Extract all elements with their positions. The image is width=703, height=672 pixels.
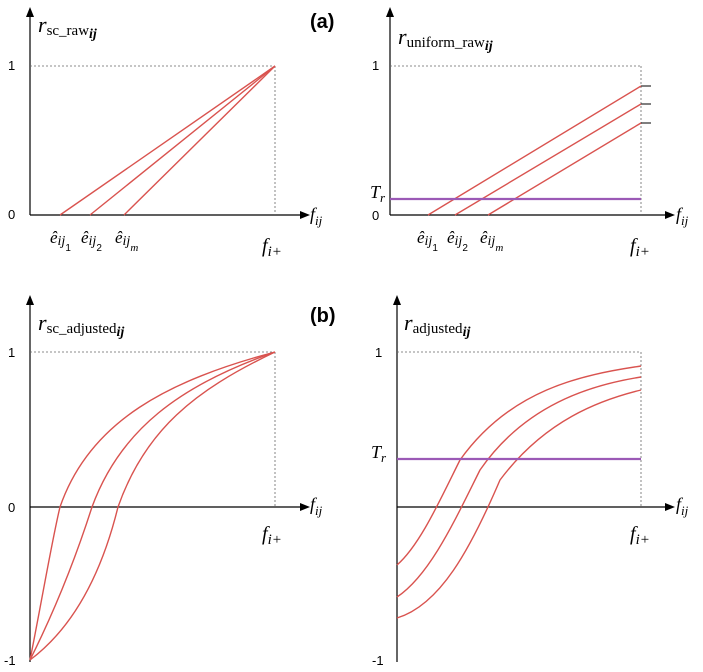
tr-x-label: fij xyxy=(676,204,689,228)
tl-e1-label: êij1 xyxy=(50,228,71,254)
tr-y-zero: 0 xyxy=(372,208,379,223)
br-curve-1 xyxy=(396,365,642,566)
tl-curve-2 xyxy=(89,65,276,216)
bl-curve-2 xyxy=(29,351,276,661)
tl-x-label: fij xyxy=(310,204,323,228)
tl-curve-1 xyxy=(59,65,276,216)
tr-y-one: 1 xyxy=(372,58,379,73)
br-curve-m xyxy=(396,389,642,619)
br-x-label: fij xyxy=(676,494,689,518)
tl-y-one: 1 xyxy=(8,58,15,73)
tl-y-label: rsc_rawij xyxy=(38,12,97,42)
tr-e2-label: êij2 xyxy=(447,228,468,254)
tr-curve-2 xyxy=(454,103,642,216)
br-threshold-label: Tr xyxy=(371,442,387,465)
tr-curve-1 xyxy=(427,85,642,216)
tl-fi-label: fi+ xyxy=(262,235,282,260)
panel-bottom-left: rsc_adjustedij fij 1 0 -1 fi+ xyxy=(4,295,323,668)
tr-em-label: êijm xyxy=(480,228,503,254)
bl-fi-label: fi+ xyxy=(262,523,282,548)
br-y-neg: -1 xyxy=(372,653,384,668)
bl-curve-1 xyxy=(29,351,276,661)
br-fi-label: fi+ xyxy=(630,523,650,548)
tl-curve-m xyxy=(123,65,276,216)
panel-bottom-right: radjustedij fij 1 -1 Tr fi+ xyxy=(371,295,689,668)
tl-e2-label: êij2 xyxy=(81,228,102,254)
bl-y-neg: -1 xyxy=(4,653,16,668)
bl-curve-m xyxy=(29,351,276,661)
tr-curve-m xyxy=(487,122,642,216)
bl-y-one: 1 xyxy=(8,345,15,360)
panel-top-right: runiform_rawij fij 1 0 Tr êij1 êij2 êijm… xyxy=(370,7,689,260)
bl-x-label: fij xyxy=(310,494,323,518)
bl-y-label: rsc_adjustedij xyxy=(38,310,124,340)
panel-top-left: rsc_rawij fij 1 0 êij1 êij2 êijm fi+ xyxy=(8,7,323,260)
tr-y-label: runiform_rawij xyxy=(398,24,493,54)
panel-tag-a: (a) xyxy=(310,11,334,33)
panel-tag-b: (b) xyxy=(310,305,336,327)
br-curve-2 xyxy=(396,376,642,598)
tr-fi-label: fi+ xyxy=(630,235,650,260)
tl-em-label: êijm xyxy=(115,228,138,254)
bl-y-zero: 0 xyxy=(8,500,15,515)
tr-e1-label: êij1 xyxy=(417,228,438,254)
tl-y-zero: 0 xyxy=(8,207,15,222)
br-y-label: radjustedij xyxy=(404,310,470,340)
br-y-one: 1 xyxy=(375,345,382,360)
tr-threshold-label: Tr xyxy=(370,182,386,205)
